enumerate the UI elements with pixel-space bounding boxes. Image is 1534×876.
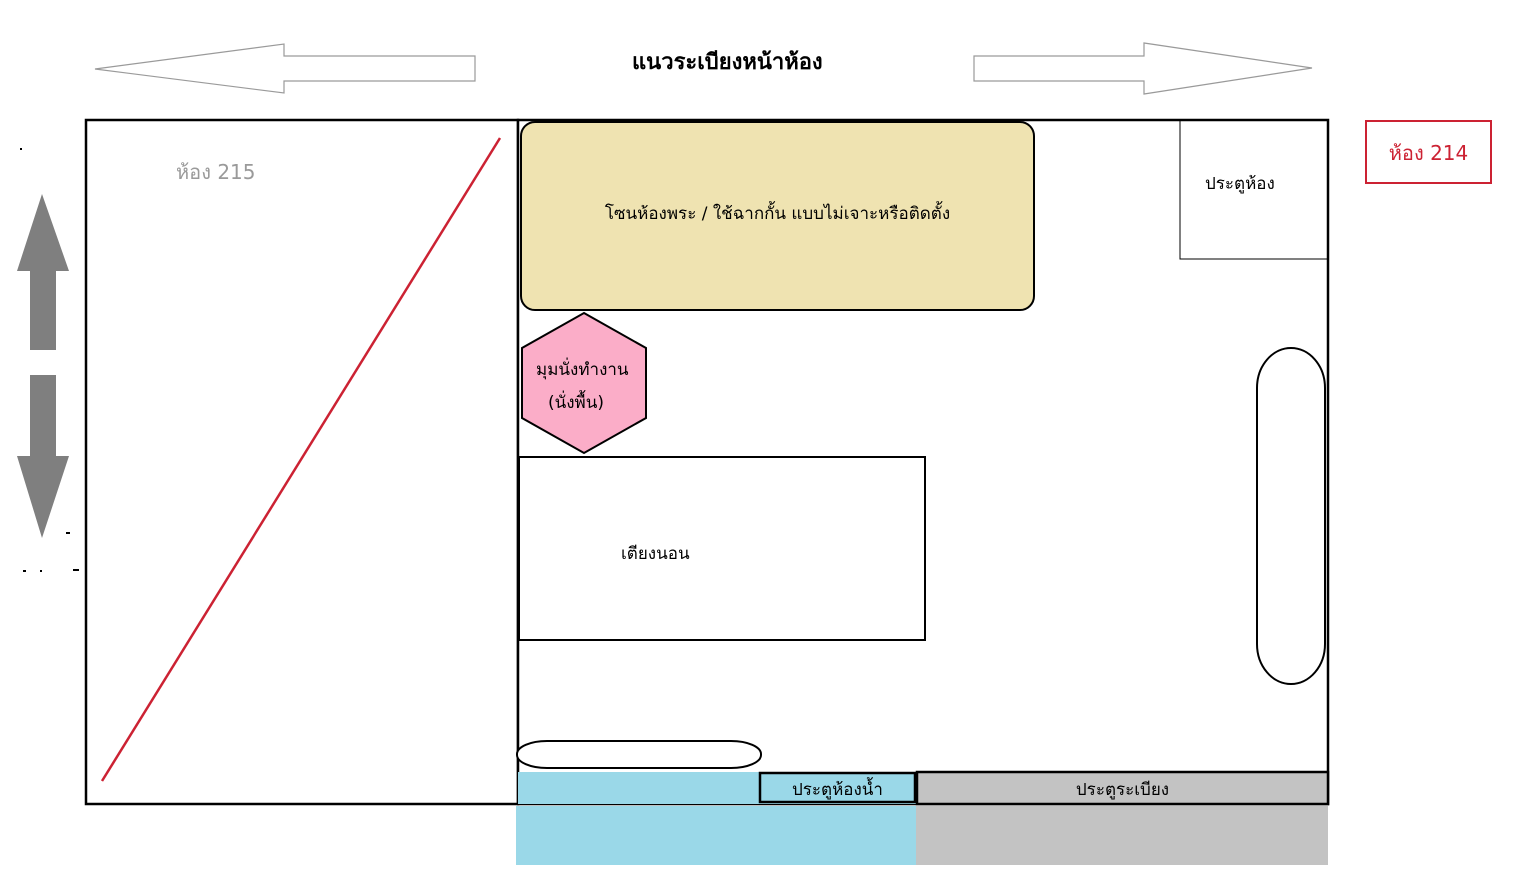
work-corner-label-line1: มุมนั่งทำงาน [536,360,629,380]
room-214-label: ห้อง 214 [1388,141,1469,165]
shrine-zone-label: โซนห้องพระ / ใช้ฉากกั้น แบบไม่เจาะหรือติ… [604,204,951,224]
balcony-area [916,806,1328,865]
stray-mark [66,532,70,534]
stray-mark [73,569,79,571]
room-215-label: ห้อง 215 [176,160,256,184]
work-corner-label-line2: (นั่งพื้น) [548,393,605,413]
balcony-door-strip [915,770,1330,806]
bed-outline [518,456,926,641]
balcony-door-label: ประตูระเบียง [1075,780,1170,800]
stray-mark [20,148,22,150]
work-corner-hexagon [521,311,647,455]
bathroom-door-box [758,771,917,804]
room-214-box [1365,120,1492,184]
room-215-diagonal [100,137,502,782]
down-arrow-icon [17,375,69,538]
right-arrow-icon [973,42,1313,95]
stray-mark [40,570,42,572]
bathroom-door-label: ประตูห้องน้ำ [792,780,883,800]
stray-mark [23,570,26,572]
bed-label: เตียงนอน [621,544,690,564]
shrine-zone [520,121,1035,311]
bottom-oval-furniture [516,740,762,769]
left-arrow-icon [94,43,476,94]
room-door-label: ประตูห้อง [1205,174,1275,194]
room-door-box [1179,120,1328,260]
bathroom-area [516,806,916,865]
corridor-title: แนวระเบียงหน้าห้อง [632,50,823,75]
up-arrow-icon [17,194,69,350]
side-oval-furniture [1256,347,1326,685]
